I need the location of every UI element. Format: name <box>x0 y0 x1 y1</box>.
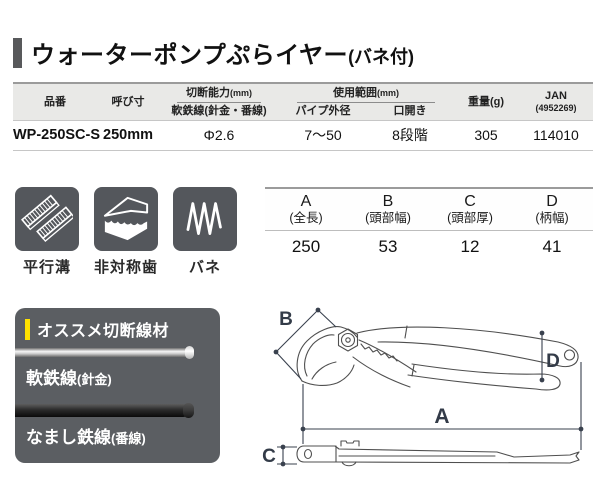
dim-values-row: 250 53 12 41 <box>265 230 593 261</box>
col-opening: 口開き <box>367 103 453 121</box>
annealed-wire-image <box>15 404 189 417</box>
cell-pipe-od: 7～50 <box>279 120 367 151</box>
feature-label: 平行溝 <box>22 259 71 276</box>
dim-value-c: 12 <box>460 236 480 256</box>
cutting-unit: (mm) <box>230 88 252 98</box>
dimension-label-c: C <box>262 446 276 467</box>
soft-iron-wire-label: 軟鉄線(針金) <box>26 369 112 388</box>
jan-prefix: (4952269) <box>535 102 577 113</box>
cell-cutting: Φ2.6 <box>159 120 279 151</box>
title-accent-bar <box>13 37 22 68</box>
dim-value-a: 250 <box>291 236 321 256</box>
table-row: WP-250SC-S 250mm Φ2.6 7～50 8段階 305 11401… <box>13 120 593 151</box>
col-cutting-capacity: 切断能力(mm) <box>159 83 279 104</box>
parallel-groove-icon <box>15 187 79 251</box>
product-title-suffix: (バネ付) <box>348 47 415 67</box>
annealed-wire-cap <box>183 403 194 418</box>
annealed-wire-label: なまし鉄線(番線) <box>26 428 146 447</box>
dim-col-a: A(全長) <box>265 188 347 231</box>
soft-iron-wire-cap <box>185 346 194 359</box>
cell-opening: 8段階 <box>367 120 453 151</box>
cutting-label: 切断能力 <box>186 87 230 99</box>
col-part-no: 品番 <box>13 83 97 121</box>
feature-parallel-groove: 平行溝 <box>15 187 79 277</box>
yellow-accent-bar <box>25 318 30 340</box>
col-size: 呼び寸 <box>97 83 159 121</box>
pliers-dimension-drawing: A B C D <box>262 307 584 467</box>
feature-label: バネ <box>188 259 221 276</box>
dim-col-b: B(頭部幅) <box>347 188 429 231</box>
soft-iron-wire-image <box>15 348 189 357</box>
feature-icons: 平行溝 非対称歯 バネ <box>15 187 237 277</box>
feature-asymmetric-teeth: 非対称歯 <box>94 187 158 277</box>
dim-value-b: 53 <box>378 236 398 256</box>
col-pipe-od: パイプ外径 <box>279 103 367 121</box>
dim-value-d: 41 <box>542 236 562 256</box>
pliers-outline <box>296 325 579 391</box>
asymmetric-teeth-icon <box>94 187 158 251</box>
cell-jan: 114010 <box>519 120 593 151</box>
page-title: ウォーターポンプぷらイヤー(バネ付) <box>13 35 414 70</box>
dim-col-c: C(頭部厚) <box>429 188 511 231</box>
dimension-lines <box>273 307 584 467</box>
recommend-title: オススメ切断線材 <box>37 323 170 340</box>
dimensions-table: A(全長) B(頭部幅) C(頭部厚) D(柄幅) 250 53 12 41 <box>265 187 593 261</box>
dimension-label-d: D <box>546 351 560 372</box>
cell-weight: 305 <box>453 120 519 151</box>
cell-size: 250mm <box>97 120 159 151</box>
feature-label: 非対称歯 <box>94 259 159 276</box>
spring-icon <box>173 187 237 251</box>
dimension-label-a: A <box>434 405 449 428</box>
dim-col-d: D(柄幅) <box>511 188 593 231</box>
recommended-wires-panel: オススメ切断線材 軟鉄線(針金) なまし鉄線(番線) <box>15 308 220 463</box>
col-jan: JAN (4952269) <box>519 83 593 121</box>
spec-table: 品番 呼び寸 切断能力(mm) 使用範囲(mm) 重量(g) JAN (4952… <box>13 82 593 151</box>
jan-label: JAN <box>544 90 567 103</box>
feature-spring: バネ <box>173 187 237 277</box>
pliers-side-view <box>296 440 580 467</box>
cell-part-no: WP-250SC-S <box>13 120 100 151</box>
range-unit: (mm) <box>377 88 399 98</box>
range-label: 使用範囲 <box>333 87 377 99</box>
product-title: ウォーターポンプぷらイヤー <box>31 42 349 69</box>
col-usage-range: 使用範囲(mm) <box>279 83 453 104</box>
col-weight: 重量(g) <box>453 83 519 121</box>
dimension-label-b: B <box>279 309 293 330</box>
col-cutting-sub: 軟鉄線(針金・番線) <box>159 103 279 121</box>
recommend-header: オススメ切断線材 <box>25 317 169 341</box>
